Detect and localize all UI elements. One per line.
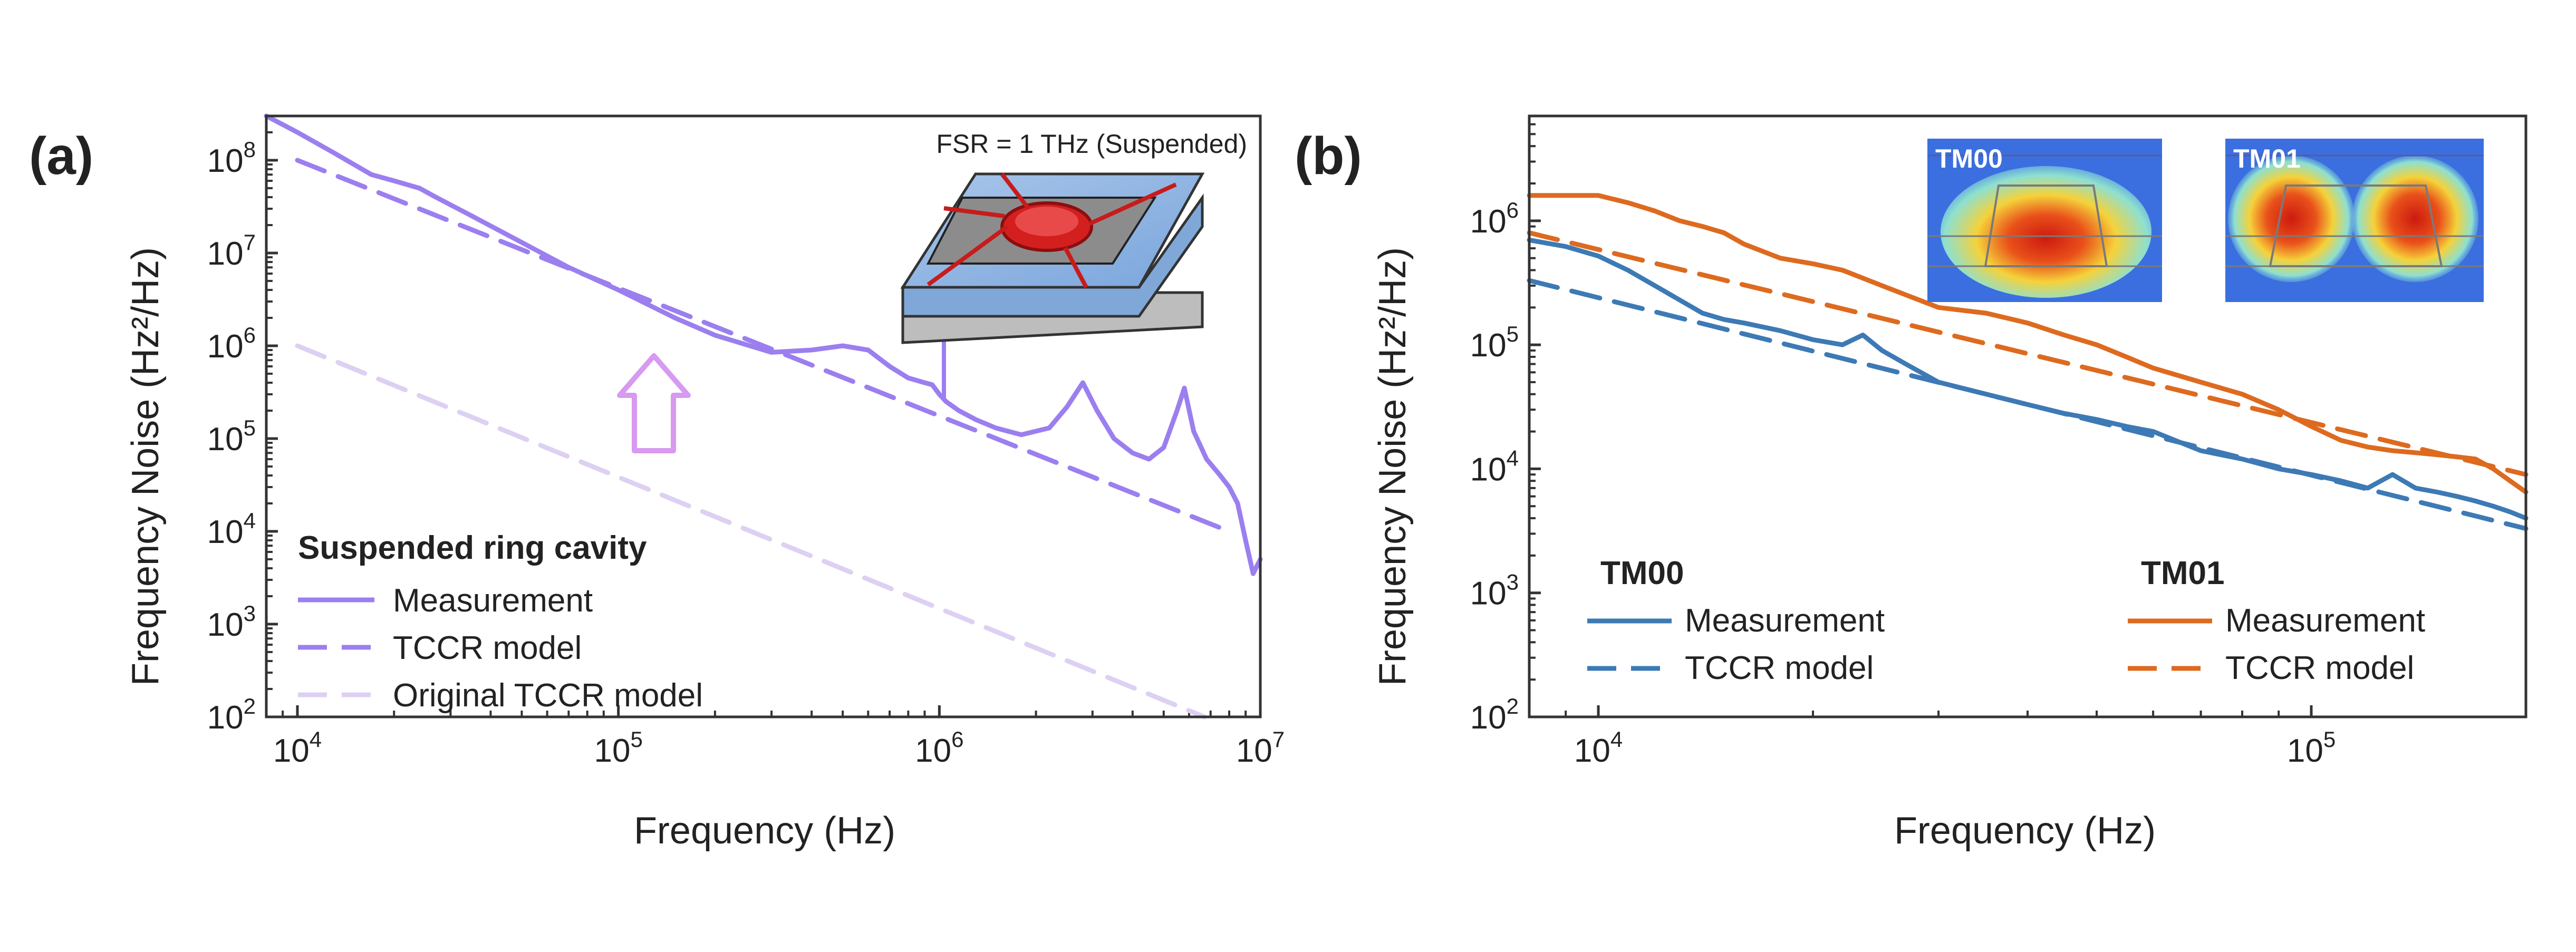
panel-a-x-tick-label: 106 (915, 727, 963, 769)
panel-b-y-ticks: 102 103 104 105 106 (1470, 123, 1541, 736)
panel-b-series-2-line (1527, 193, 2529, 494)
panel-a-x-tick-label: 107 (1236, 727, 1285, 769)
panel-a-x-axis-label: Frequency (Hz) (634, 810, 895, 852)
panel-a-y-tick-label: 106 (207, 323, 256, 365)
legend-label-original-tccr-model: Original TCCR model (393, 677, 703, 714)
legend-title-tm01: TM01 (2141, 555, 2224, 591)
panel-a-series-1-line (295, 158, 1232, 534)
panel-b-x-axis-label: Frequency (Hz) (1894, 810, 2156, 852)
legend-title-tm00: TM00 (1600, 555, 1684, 591)
legend-label-tm01-measurement: Measurement (2225, 603, 2425, 639)
legend-label-tm01-tccr-model: TCCR model (2225, 650, 2414, 686)
panel-a-y-ticks: 102 103 104 105 106 107 108 (207, 131, 278, 736)
panel-a-y-tick-label: 105 (207, 415, 256, 458)
panel-b-label: (b) (1295, 127, 1362, 186)
panel-a-y-tick-label: 103 (207, 601, 256, 643)
panel-a-x-ticks: 104 105 106 107 (273, 705, 1285, 769)
panel-a-y-tick-label: 108 (207, 137, 256, 179)
panel-b-legend-tm01: TM01 Measurement TCCR model (2128, 555, 2425, 686)
suspended-ring-chip-illustration (900, 172, 1205, 401)
panel-a-legend-title: Suspended ring cavity (298, 530, 647, 566)
inset-label-tm00: TM00 (1935, 144, 2003, 173)
legend-label-tm00-tccr-model: TCCR model (1685, 650, 1874, 686)
panel-b-series-1-line (1527, 278, 2529, 531)
panel-a-x-tick-label: 104 (273, 727, 322, 769)
panel-b-series-3-line (1527, 230, 2529, 477)
panel-b-x-tick-label: 104 (1574, 727, 1623, 769)
panel-b-x-tick-label: 105 (2287, 727, 2336, 769)
panel-a-series-2-line (295, 343, 1207, 720)
mode-profile-inset-tm00: TM00 (1927, 139, 2162, 302)
panel-b-y-tick-label: 105 (1470, 322, 1519, 364)
panel-a-legend: Suspended ring cavity Measurement TCCR m… (298, 530, 703, 714)
panel-a-label: (a) (29, 127, 93, 186)
panel-a-plot-frame (265, 114, 1262, 718)
panel-a-fsr-annotation: FSR = 1 THz (Suspended) (936, 129, 1247, 159)
mode-profile-inset-tm01: TM01 (2225, 139, 2484, 302)
panel-b-y-tick-label: 104 (1470, 445, 1519, 488)
panel-a-y-axis-label: Frequency Noise (Hz²/Hz) (124, 247, 167, 686)
panel-b-plot-frame (1528, 114, 2527, 718)
panel-b-y-tick-label: 103 (1470, 570, 1519, 612)
panel-b-y-tick-label: 102 (1470, 694, 1519, 736)
panel-a-y-tick-label: 107 (207, 230, 256, 272)
panel-b-legend-tm00: TM00 Measurement TCCR model (1587, 555, 1885, 686)
inset-label-tm01: TM01 (2233, 144, 2301, 173)
panel-a-series (264, 113, 1263, 720)
up-arrow-icon (617, 353, 691, 453)
legend-label-tccr-model: TCCR model (393, 630, 582, 666)
panel-b-series (1527, 193, 2529, 531)
panel-b-x-ticks: 104 105 (1565, 705, 2336, 769)
panel-a: (a) 104 105 106 107 102 103 104 105 106 107 108 F… (29, 113, 1285, 852)
panel-a-series-0-line (264, 113, 1263, 576)
panel-a-y-tick-label: 104 (207, 508, 256, 550)
panel-a-x-tick-label: 105 (594, 727, 642, 769)
legend-label-tm00-measurement: Measurement (1685, 603, 1885, 639)
panel-b-y-axis-label: Frequency Noise (Hz²/Hz) (1372, 247, 1414, 686)
panel-b: (b) 104 105 102 103 104 105 106 Frequency (Hz… (1295, 114, 2529, 852)
panel-a-y-tick-label: 102 (207, 694, 256, 736)
panel-b-y-tick-label: 106 (1470, 198, 1519, 240)
legend-label-measurement: Measurement (393, 582, 593, 619)
